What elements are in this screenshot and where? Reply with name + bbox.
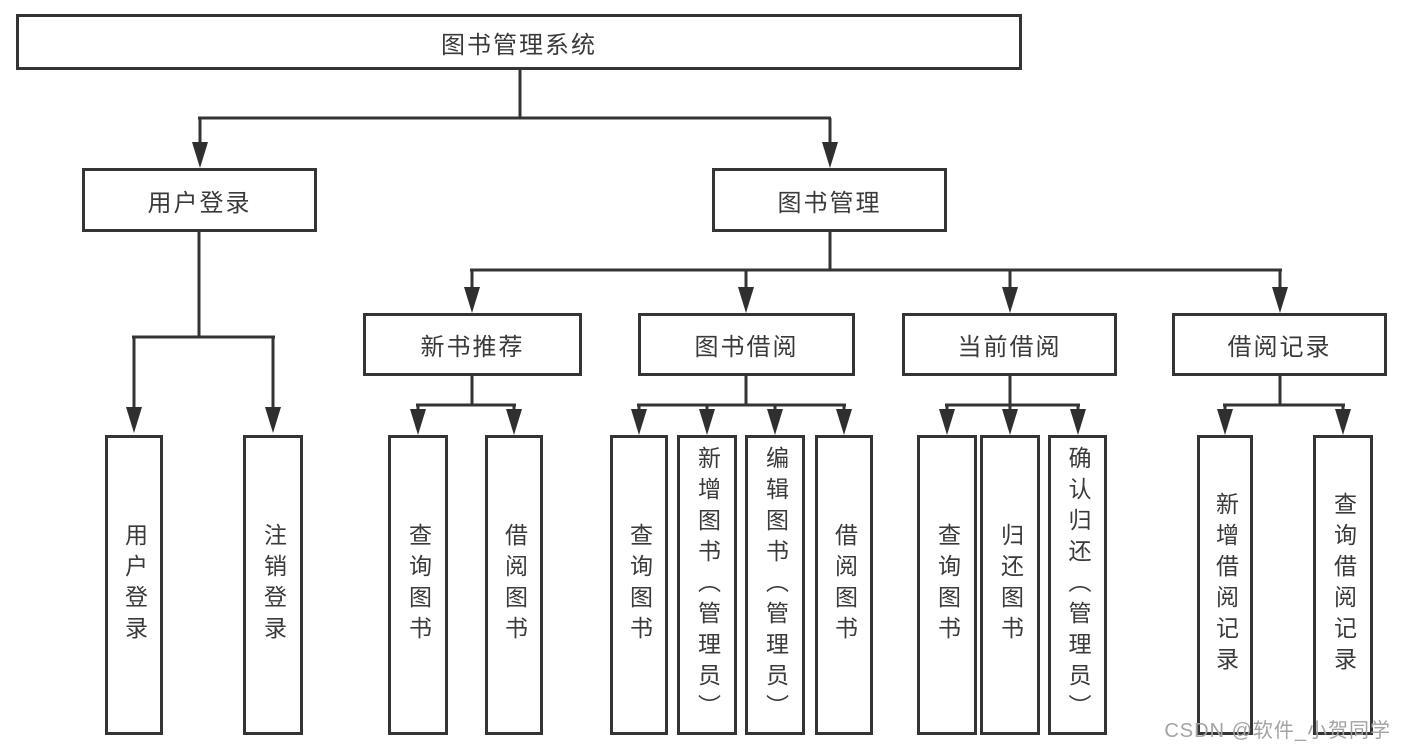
arrowheads: [126, 142, 1351, 435]
node-label: 当前借阅: [957, 334, 1062, 361]
leaf-label: 查询借阅记录: [1330, 492, 1357, 678]
leaf-label: 确认归还（管理员）: [1065, 445, 1091, 725]
leaf-label: 新增借阅记录: [1212, 492, 1239, 678]
edge-book-borrow: [637, 376, 846, 412]
node-label: 图书借阅: [694, 334, 799, 361]
leaf-label: 借阅图书: [501, 523, 528, 647]
edge-borrow-records: [1223, 376, 1345, 412]
leaf-add-books-admin: 新增图书（管理员）: [677, 435, 737, 735]
leaf-label: 编辑图书（管理员）: [762, 445, 789, 725]
leaf-return-books: 归还图书: [980, 435, 1040, 735]
leaf-confirm-return-admin: 确认归还（管理员）: [1048, 435, 1107, 735]
leaf-user-login: 用户登录: [105, 435, 163, 735]
leaf-query-books: 查询图书: [917, 435, 977, 735]
leaf-query-books: 查询图书: [610, 435, 668, 735]
node-new-book-recommendation: 新书推荐: [363, 313, 582, 376]
csdn-watermark: CSDN @软件_小贺同学: [1164, 720, 1391, 742]
node-label: 用户登录: [147, 189, 252, 217]
edge-user-login: [132, 232, 275, 412]
leaf-label: 查询图书: [405, 523, 432, 647]
leaf-label: 归还图书: [997, 523, 1024, 647]
node-label: 新书推荐: [420, 334, 525, 361]
leaf-borrow-books: 借阅图书: [815, 435, 873, 735]
leaf-label: 查询图书: [626, 523, 653, 647]
node-label: 图书管理系统: [441, 31, 597, 59]
leaf-borrow-books: 借阅图书: [485, 435, 543, 735]
leaf-label: 用户登录: [121, 523, 148, 647]
leaf-add-borrow-record: 新增借阅记录: [1197, 435, 1253, 735]
node-library-management-system: 图书管理系统: [16, 14, 1022, 70]
edge-new-books: [416, 376, 516, 412]
edge-current-borrow: [945, 376, 1080, 412]
node-book-borrowing: 图书借阅: [638, 313, 855, 376]
edge-book-mgmt: [470, 232, 1282, 290]
node-book-management: 图书管理: [712, 168, 947, 232]
node-label: 图书管理: [777, 189, 882, 217]
leaf-logout: 注销登录: [243, 435, 303, 735]
node-label: 借阅记录: [1227, 334, 1332, 361]
leaf-label: 查询图书: [934, 523, 961, 647]
leaf-label: 新增图书（管理员）: [694, 445, 721, 725]
node-current-borrowing: 当前借阅: [902, 313, 1117, 376]
node-user-login: 用户登录: [82, 168, 317, 232]
leaf-edit-books-admin: 编辑图书（管理员）: [745, 435, 805, 735]
edge-root: [198, 70, 832, 146]
leaf-query-borrow-record: 查询借阅记录: [1313, 435, 1373, 735]
node-borrowing-records: 借阅记录: [1172, 313, 1387, 376]
leaf-query-books: 查询图书: [388, 435, 448, 735]
leaf-label: 注销登录: [260, 523, 287, 647]
leaf-label: 借阅图书: [831, 523, 858, 647]
